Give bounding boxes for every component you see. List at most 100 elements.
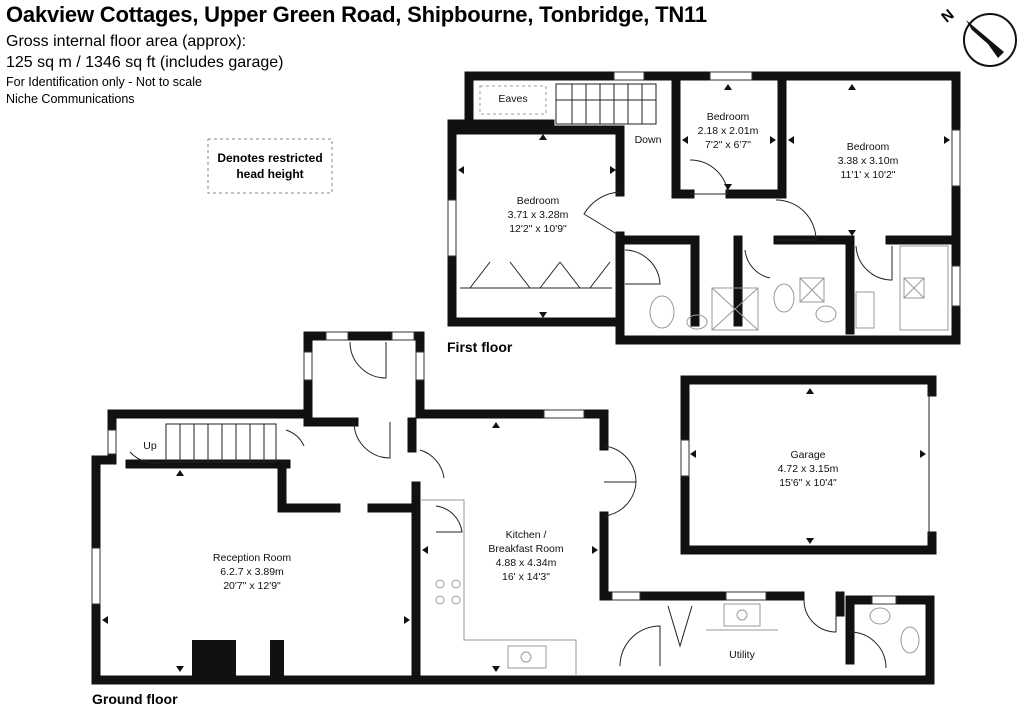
kitchen-fixtures bbox=[420, 499, 920, 676]
room-bedroom-1: Bedroom 3.71 x 3.28m 12'2" x 10'9" bbox=[508, 195, 569, 235]
ground-floor-window bbox=[611, 591, 641, 601]
room-reception: Reception Room 6.2.7 x 3.89m 20'7" x 12'… bbox=[213, 552, 291, 592]
first-floor: Eaves Down bbox=[447, 71, 961, 355]
compass-icon: N bbox=[938, 6, 1017, 67]
stair-door bbox=[129, 451, 165, 464]
room-bedroom-2: Bedroom 2.18 x 2.01m 7'2" x 6'7" bbox=[698, 111, 759, 151]
arrow bbox=[944, 136, 950, 144]
arrow bbox=[492, 422, 500, 428]
porch-window bbox=[415, 351, 425, 381]
arrow bbox=[422, 546, 428, 554]
room-metric: 6.2.7 x 3.89m bbox=[220, 566, 284, 578]
french-doors bbox=[603, 445, 637, 517]
room-name: Bedroom bbox=[517, 195, 560, 207]
legend-line-1: Denotes restricted bbox=[217, 151, 322, 165]
arrow bbox=[458, 166, 464, 174]
first-floor-outer-wall bbox=[447, 71, 961, 345]
arrow bbox=[848, 230, 856, 236]
porch-window bbox=[303, 351, 313, 381]
room-name: Kitchen / bbox=[506, 529, 547, 541]
ground-floor-label: Ground floor bbox=[92, 691, 178, 707]
fireplace bbox=[192, 640, 236, 676]
arrow bbox=[788, 136, 794, 144]
garage-window bbox=[680, 439, 690, 477]
kitchen-east-wall bbox=[599, 511, 647, 601]
area-label: Gross internal floor area (approx): bbox=[6, 33, 247, 50]
down-label: Down bbox=[635, 134, 662, 146]
ground-floor: Up bbox=[91, 331, 935, 707]
arrow bbox=[592, 546, 598, 554]
compass-needle-icon bbox=[966, 20, 1004, 58]
bedroom-2-west-wall bbox=[671, 71, 695, 199]
eaves-area bbox=[479, 85, 547, 115]
measurement-arrows bbox=[102, 84, 950, 672]
ground-floor-window bbox=[107, 429, 117, 455]
legend-box bbox=[207, 138, 333, 194]
arrow bbox=[724, 184, 732, 190]
room-metric: 2.18 x 2.01m bbox=[698, 125, 759, 137]
ground-floor-window bbox=[543, 409, 585, 419]
property-title: Oakview Cottages, Upper Green Road, Ship… bbox=[6, 2, 707, 27]
landing-wall bbox=[620, 235, 700, 327]
ground-floor-doors bbox=[285, 421, 887, 669]
room-name-2: Breakfast Room bbox=[488, 543, 564, 555]
arrow bbox=[770, 136, 776, 144]
room-name: Bedroom bbox=[707, 111, 750, 123]
arrow bbox=[610, 166, 616, 174]
bedroom-2-south-wall bbox=[725, 71, 787, 199]
arrow bbox=[682, 136, 688, 144]
arrow bbox=[724, 84, 732, 90]
garage-imperial: 15'6" x 10'4" bbox=[779, 477, 837, 489]
room-utility: Utility bbox=[729, 649, 755, 661]
restricted-height-legend: Denotes restricted head height bbox=[207, 138, 333, 194]
arrow bbox=[176, 666, 184, 672]
garage: Garage 4.72 x 3.15m 15'6" x 10'4" bbox=[680, 375, 937, 555]
kitchen-north-wall bbox=[415, 409, 609, 451]
room-imperial: 12'2" x 10'9" bbox=[509, 223, 567, 235]
first-floor-label: First floor bbox=[447, 339, 513, 355]
porch-window bbox=[325, 331, 349, 341]
arrow bbox=[539, 134, 547, 140]
area-value: 125 sq m / 1346 sq ft (includes garage) bbox=[6, 54, 284, 71]
room-metric: 3.71 x 3.28m bbox=[508, 209, 569, 221]
room-metric: 4.88 x 4.34m bbox=[496, 557, 557, 569]
arrow bbox=[806, 388, 814, 394]
first-floor-window bbox=[709, 71, 753, 81]
room-imperial: 7'2" x 6'7" bbox=[705, 139, 751, 151]
up-label: Up bbox=[143, 440, 157, 452]
agent-name: Niche Communications bbox=[6, 92, 135, 106]
room-name: Reception Room bbox=[213, 552, 291, 564]
arrow bbox=[102, 616, 108, 624]
ground-floor-window bbox=[725, 591, 767, 601]
porch-door bbox=[349, 341, 387, 379]
room-imperial: 16' x 14'3" bbox=[502, 571, 550, 583]
arrow bbox=[404, 616, 410, 624]
room-imperial: 20'7" x 12'9" bbox=[223, 580, 281, 592]
first-floor-stairs bbox=[555, 83, 657, 125]
garage-name: Garage bbox=[790, 449, 825, 461]
arrow bbox=[176, 470, 184, 476]
first-floor-window bbox=[447, 199, 457, 257]
arrow bbox=[539, 312, 547, 318]
room-metric: 3.38 x 3.10m bbox=[838, 155, 899, 167]
ground-floor-stairs bbox=[165, 423, 277, 463]
legend-line-2: head height bbox=[236, 167, 303, 181]
arrow bbox=[920, 450, 926, 458]
first-floor-doors bbox=[583, 159, 893, 285]
bedroom-1-wall bbox=[447, 125, 625, 197]
first-floor-window bbox=[951, 265, 961, 307]
disclaimer: For Identification only - Not to scale bbox=[6, 75, 202, 89]
garage-metric: 4.72 x 3.15m bbox=[778, 463, 839, 475]
arrow bbox=[690, 450, 696, 458]
arrow bbox=[806, 538, 814, 544]
eaves-label: Eaves bbox=[498, 93, 527, 105]
ground-floor-window bbox=[871, 595, 897, 605]
first-floor-window bbox=[613, 71, 645, 81]
chimney-breast bbox=[270, 640, 284, 676]
room-name: Bedroom bbox=[847, 141, 890, 153]
compass-ring bbox=[963, 13, 1017, 67]
room-imperial: 11'1' x 10'2" bbox=[840, 169, 895, 181]
arrow bbox=[848, 84, 856, 90]
hall-wall bbox=[277, 459, 341, 513]
